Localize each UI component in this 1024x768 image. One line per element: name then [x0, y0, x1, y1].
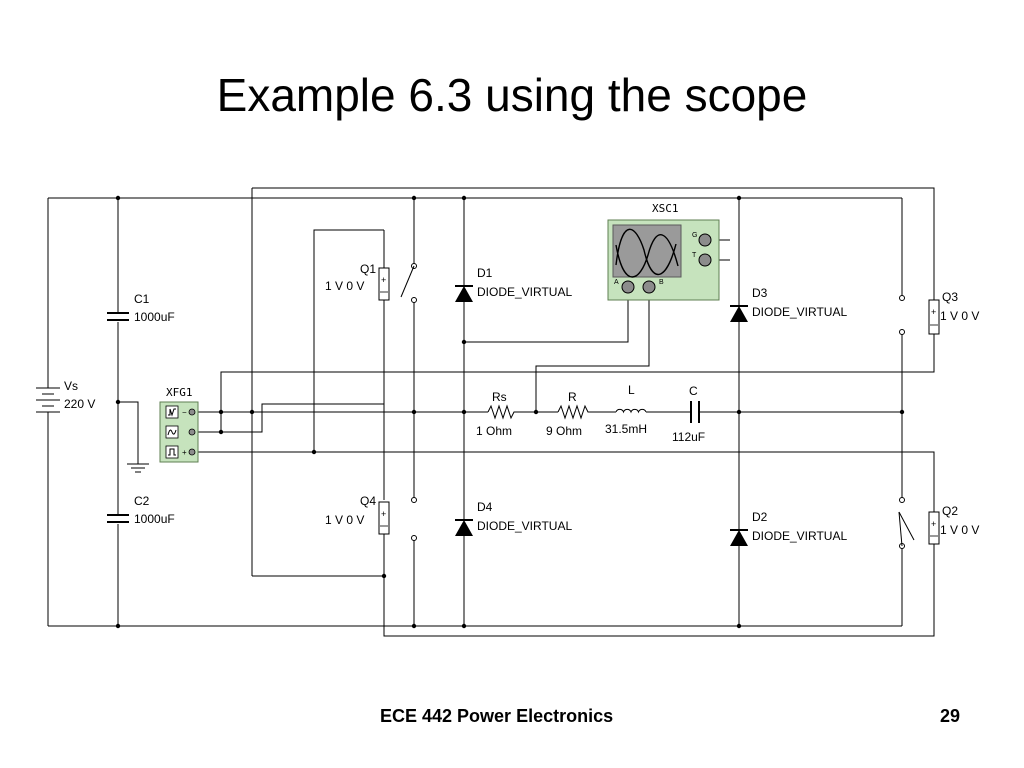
q1-name: Q1 [360, 262, 376, 276]
terminal-g-label: G [692, 232, 697, 239]
d1-name: D1 [477, 266, 493, 280]
d4-type: DIODE_VIRTUAL [477, 519, 572, 533]
svg-text:+: + [381, 509, 386, 519]
rs-name: Rs [492, 390, 507, 404]
vs-value: 220 V [64, 397, 95, 411]
c-name: C [689, 384, 698, 398]
scope-terminal-b [642, 280, 656, 294]
resistor-rs: Rs 1 Ohm [476, 390, 516, 438]
svg-text:+: + [381, 275, 386, 285]
ground-icon [127, 463, 149, 473]
d2-type: DIODE_VIRTUAL [752, 529, 847, 543]
capacitor-c: C 112uF [672, 384, 705, 444]
d1-type: DIODE_VIRTUAL [477, 285, 572, 299]
svg-text:−: − [182, 408, 187, 417]
q4-name: Q4 [360, 494, 376, 508]
q1-value: 1 V 0 V [325, 279, 364, 293]
capacitor-c1: C1 1000uF [107, 292, 175, 324]
dc-source-vs: Vs 220 V [36, 379, 95, 413]
page-number: 29 [940, 706, 961, 726]
rs-value: 1 Ohm [476, 424, 512, 438]
diode-d3: D3 DIODE_VIRTUAL [730, 286, 847, 322]
footer-text: ECE 442 Power Electronics [380, 706, 614, 726]
switch-q3: + Q3 1 V 0 V [899, 290, 979, 335]
xsc1-label: XSC1 [652, 202, 679, 215]
l-value: 31.5mH [605, 422, 647, 436]
oscilloscope-xsc1: XSC1 G T A B [607, 202, 720, 301]
terminal-a-label: A [614, 279, 619, 286]
diode-d1: D1 DIODE_VIRTUAL [455, 266, 572, 302]
q2-name: Q2 [942, 504, 958, 518]
scope-terminal-t [698, 253, 712, 267]
scope-trace-b [615, 234, 679, 278]
junction-dots [115, 195, 905, 629]
terminal-b-label: B [659, 279, 664, 286]
scope-terminal-g [698, 233, 712, 247]
l-name: L [628, 383, 635, 397]
switch-q1: + Q1 1 V 0 V [325, 262, 417, 303]
xfg1-label: XFG1 [166, 386, 193, 399]
switch-q4: + Q4 1 V 0 V [325, 494, 417, 541]
c2-name: C2 [134, 494, 150, 508]
terminal-t-label: T [692, 252, 697, 259]
q4-value: 1 V 0 V [325, 513, 364, 527]
c1-name: C1 [134, 292, 150, 306]
r-name: R [568, 390, 577, 404]
vs-name: Vs [64, 379, 78, 393]
d2-name: D2 [752, 510, 768, 524]
diode-d4: D4 DIODE_VIRTUAL [455, 500, 572, 536]
q3-value: 1 V 0 V [940, 309, 979, 323]
sawtooth-wave-icon [168, 408, 176, 417]
switch-q2: + Q2 1 V 0 V [898, 497, 979, 549]
d3-type: DIODE_VIRTUAL [752, 305, 847, 319]
c-value: 112uF [672, 430, 705, 444]
svg-text:+: + [931, 307, 936, 317]
inductor-l: L 31.5mH [605, 383, 647, 436]
scope-trace-a [615, 228, 677, 276]
sine-wave-icon [167, 429, 177, 436]
c2-value: 1000uF [134, 512, 175, 526]
capacitor-c2: C2 1000uF [107, 494, 175, 526]
diode-d2: D2 DIODE_VIRTUAL [730, 510, 847, 546]
svg-text:+: + [931, 519, 936, 529]
d4-name: D4 [477, 500, 493, 514]
c1-value: 1000uF [134, 310, 175, 324]
d3-name: D3 [752, 286, 768, 300]
q2-value: 1 V 0 V [940, 523, 979, 537]
scope-terminal-a [621, 280, 635, 294]
svg-text:+: + [182, 448, 187, 457]
slide-title: Example 6.3 using the scope [216, 69, 808, 121]
q3-name: Q3 [942, 290, 958, 304]
function-generator-xfg1: XFG1 − + [159, 386, 199, 463]
r-value: 9 Ohm [546, 424, 582, 438]
pulse-wave-icon [168, 448, 176, 456]
resistor-r: R 9 Ohm [546, 390, 590, 438]
